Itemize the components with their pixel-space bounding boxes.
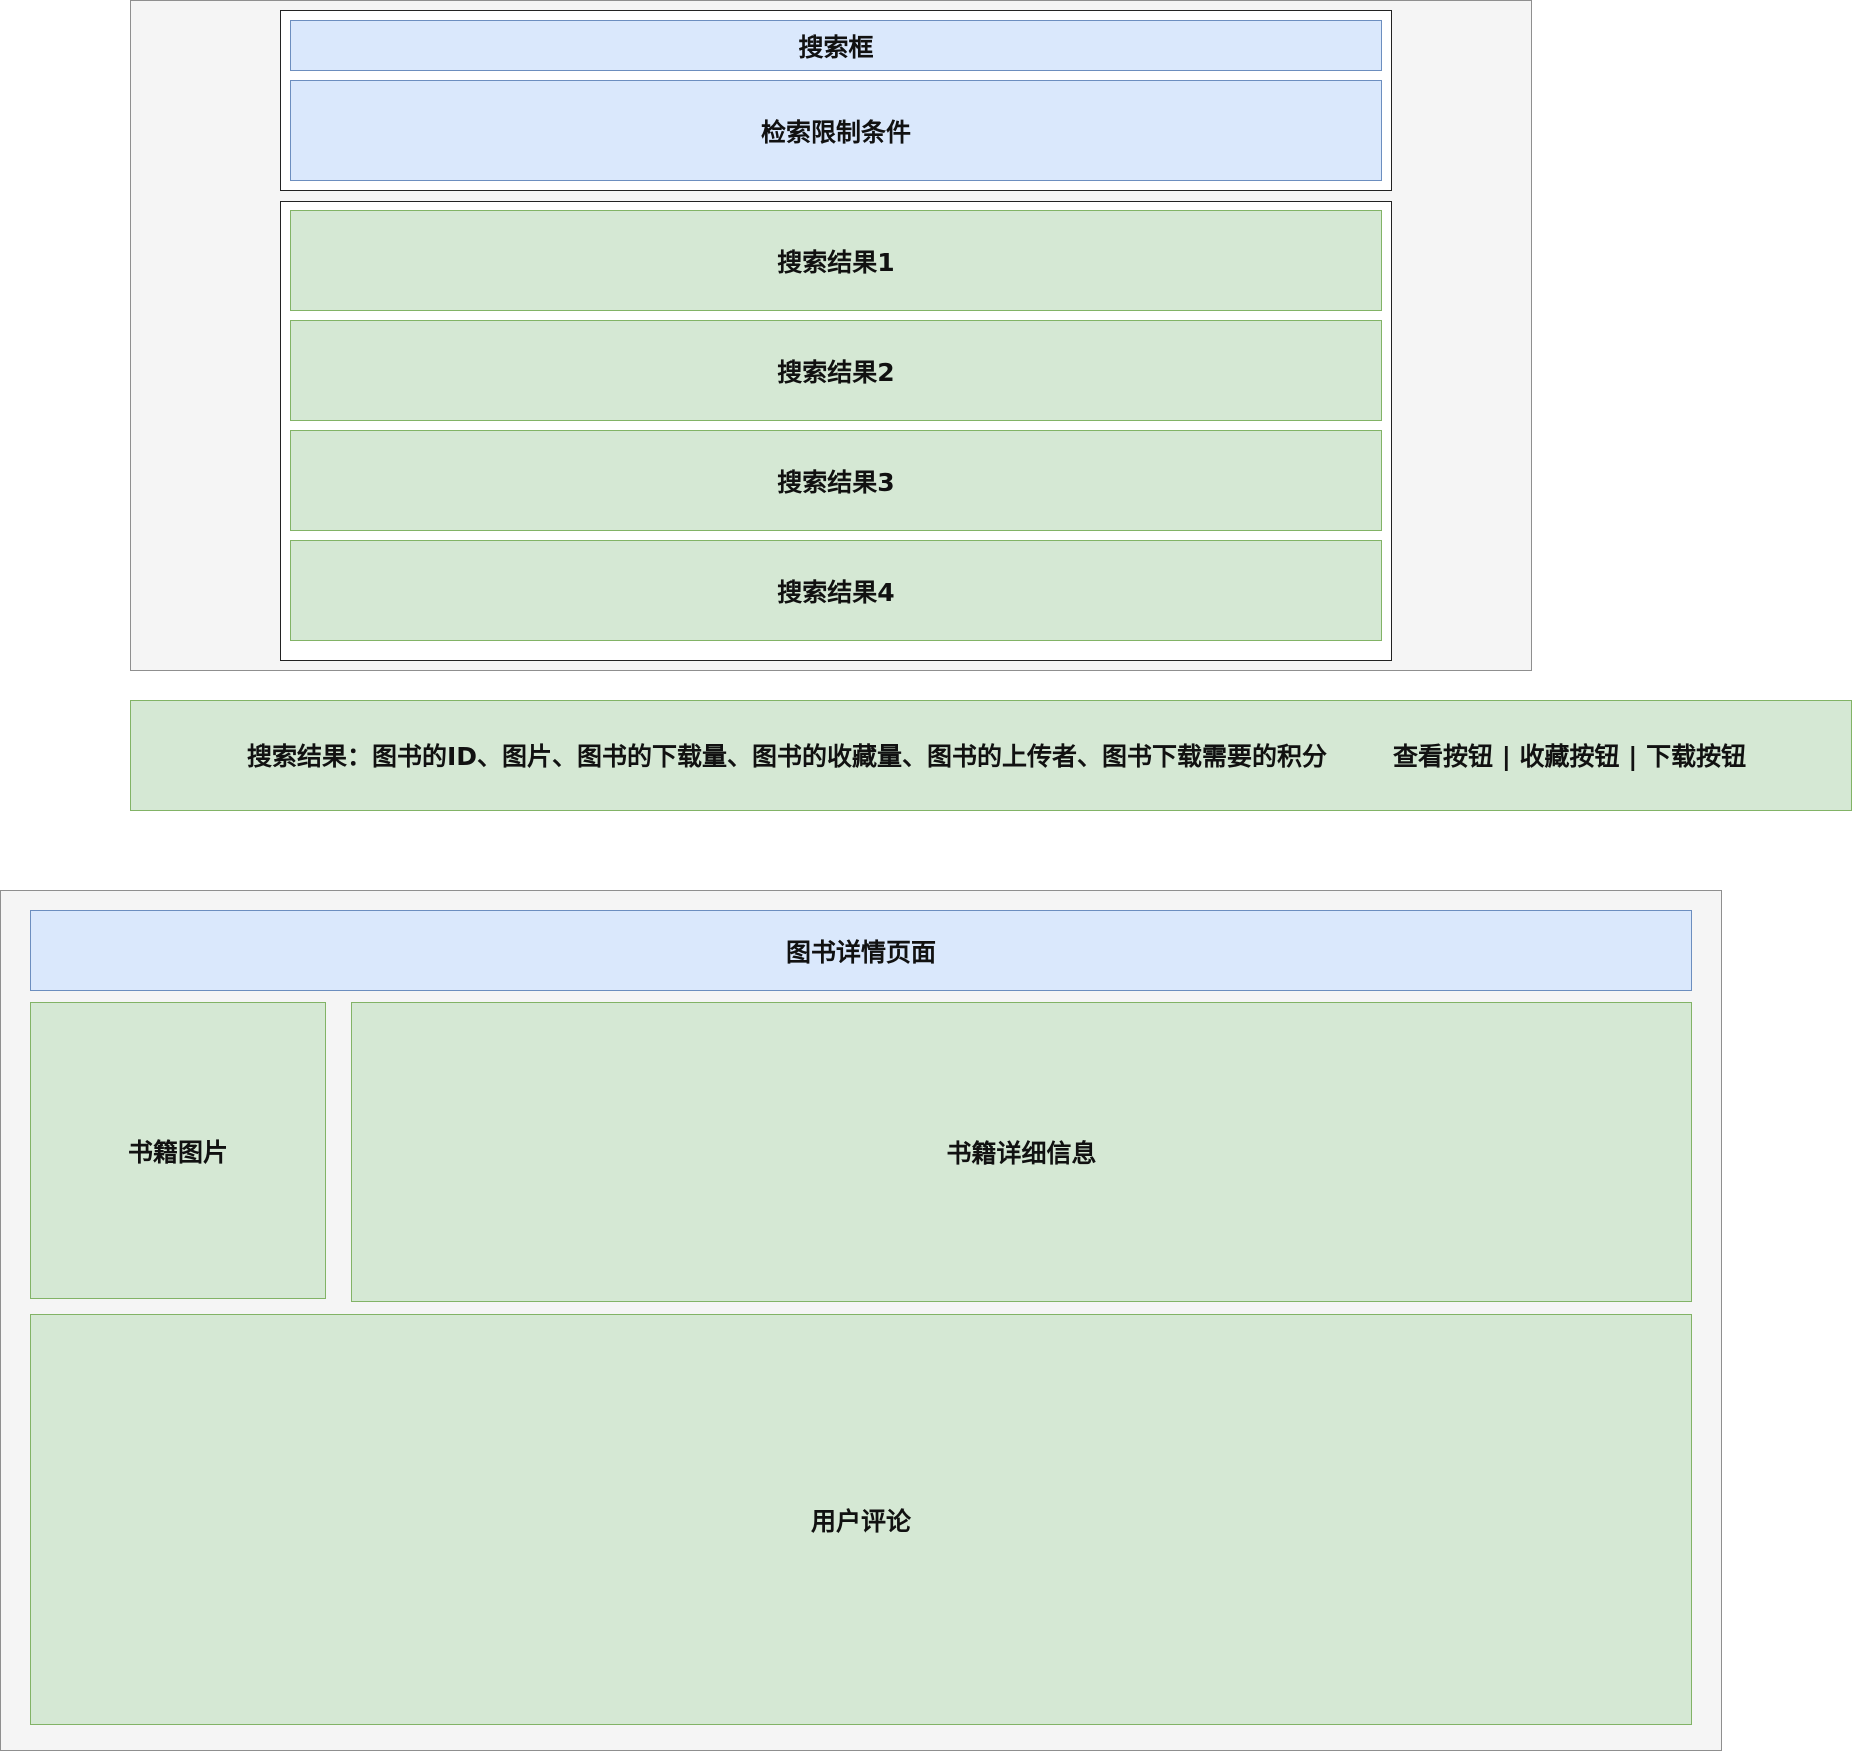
detail-page-title: 图书详情页面 — [30, 910, 1692, 991]
search-result-3: 搜索结果3 — [290, 430, 1382, 531]
search-box: 搜索框 — [290, 20, 1382, 71]
result-item-bar: 搜索结果：图书的ID、图片、图书的下载量、图书的收藏量、图书的上传者、图书下载需… — [130, 700, 1852, 811]
search-result-4: 搜索结果4 — [290, 540, 1382, 641]
result-item-buttons: 查看按钮 | 收藏按钮 | 下载按钮 — [1393, 742, 1747, 771]
search-result-1: 搜索结果1 — [290, 210, 1382, 311]
filter-conditions: 检索限制条件 — [290, 80, 1382, 181]
book-info: 书籍详细信息 — [351, 1002, 1692, 1302]
search-result-2: 搜索结果2 — [290, 320, 1382, 421]
user-comments: 用户评论 — [30, 1314, 1692, 1725]
book-image: 书籍图片 — [30, 1002, 326, 1299]
result-item-fields: 搜索结果：图书的ID、图片、图书的下载量、图书的收藏量、图书的上传者、图书下载需… — [247, 742, 1328, 771]
